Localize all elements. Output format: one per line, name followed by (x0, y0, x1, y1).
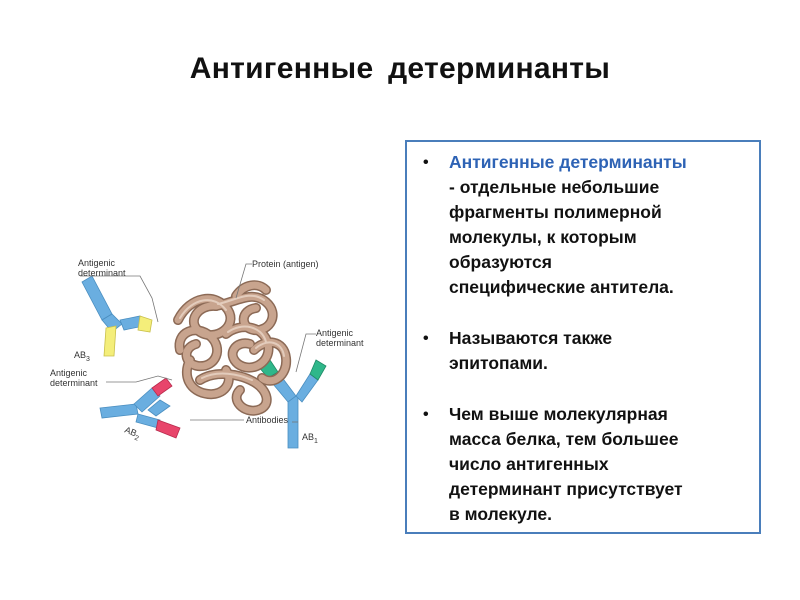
text-line: число антигенных (449, 454, 609, 474)
label-antigenic-determinant-left: Antigenic determinant (50, 368, 98, 388)
slide-title: Антигенные детерминанты (189, 52, 611, 85)
bullet-item-molecular-mass: • Чем выше молекулярная масса белка, тем… (421, 402, 751, 527)
antigen-antibody-illustration: Antigenic determinant Protein (antigen) … (50, 258, 364, 449)
bullet-marker: • (423, 154, 429, 171)
leader-lines (80, 263, 316, 423)
text-line: фрагменты полимерной (449, 202, 662, 222)
antibody-ab3 (81, 275, 153, 357)
bullet-list: • Антигенные детерминанты - отдельные не… (421, 150, 751, 527)
bullet-marker: • (423, 330, 429, 347)
label-antigenic-determinant-top-left: Antigenic determinant (78, 258, 126, 278)
antigen-antibody-figure: Antigenic determinant Protein (antigen) … (40, 210, 400, 470)
figure-labels: Antigenic determinant Protein (antigen) … (50, 258, 364, 445)
text-line: детерминант присутствует (449, 479, 683, 499)
text-line: эпитопами. (449, 353, 548, 373)
definition-text-box: • Антигенные детерминанты - отдельные не… (405, 140, 761, 534)
text-line: масса белка, тем большее (449, 429, 679, 449)
protein-antigen (173, 280, 292, 416)
term-highlight: Антигенные детерминанты (449, 152, 687, 172)
text-line: Называются также (449, 328, 613, 348)
bullet-item-definition: • Антигенные детерминанты - отдельные не… (421, 150, 751, 300)
text-line: молекулы, к которым (449, 227, 637, 247)
bullet-item-epitopes: • Называются также эпитопами. (421, 326, 751, 376)
text-line: образуются (449, 252, 552, 272)
label-ab3: AB3 (74, 350, 90, 363)
antibody-ab2 (99, 377, 181, 439)
text-line: - отдельные небольшие (449, 177, 660, 197)
label-ab2: AB2 (122, 425, 142, 443)
text-line: в молекуле. (449, 504, 552, 524)
label-protein-antigen: Protein (antigen) (252, 259, 319, 269)
label-ab1: AB1 (302, 432, 318, 445)
text-line: специфические антитела. (449, 277, 674, 297)
label-antigenic-determinant-right: Antigenic determinant (316, 328, 364, 348)
text-line: Чем выше молекулярная (449, 404, 668, 424)
bullet-marker: • (423, 406, 429, 423)
label-antibodies: Antibodies (246, 415, 289, 425)
